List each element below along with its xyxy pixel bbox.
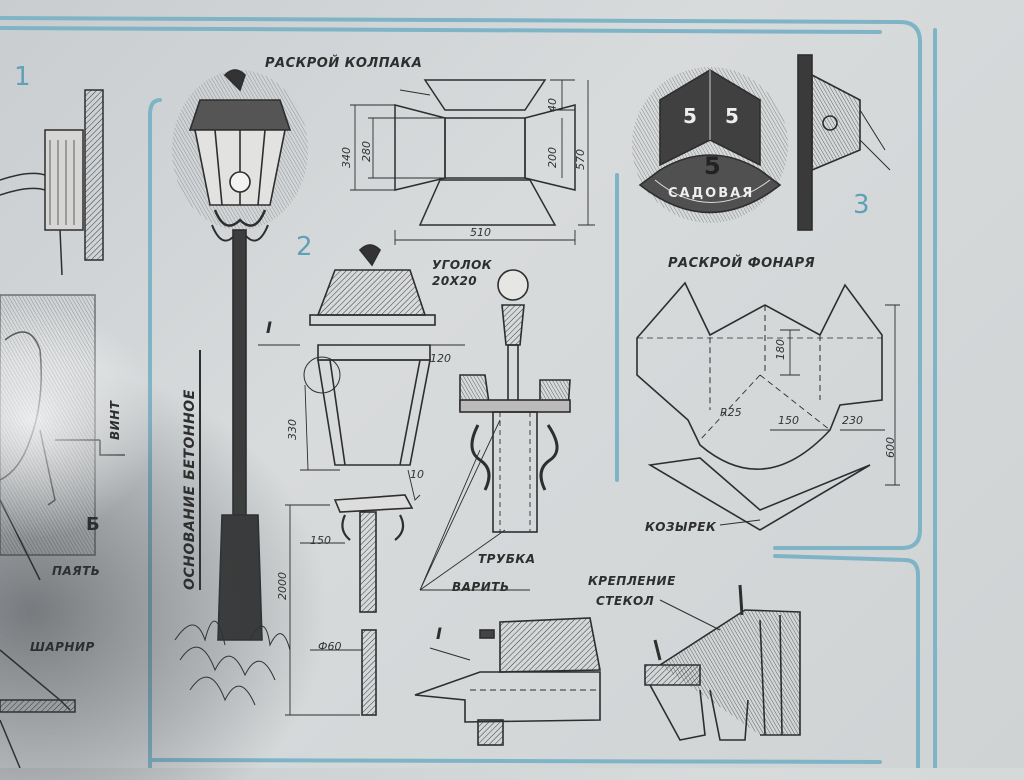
detail-i [414,617,601,746]
sign-number-right: 5 [725,104,740,128]
label-angle: УГОЛОК [432,258,493,272]
dim-180: 180 [774,339,787,360]
dim-200: 200 [546,147,559,168]
dim-150b: 150 [778,414,799,427]
dim-510: 510 [470,226,491,239]
dim-phi60: Ф60 [318,640,342,653]
label-angle-size: 20X20 [432,274,478,288]
bracket-assembly [419,269,571,591]
dim-570: 570 [574,149,587,170]
label-glass: СТЕКОЛ [596,594,655,608]
dim-2000: 2000 [276,572,289,600]
dim-40: 40 [546,98,559,112]
label-detail-one: I [266,318,273,337]
label-visor: КОЗЫРЕК [645,520,717,534]
sign-street-name: САДОВАЯ [668,186,755,201]
dim-120: 120 [430,352,451,365]
label-detail-one-b: I [436,624,443,643]
dim-280: 280 [360,141,373,162]
dim-600: 600 [884,437,897,458]
dim-10: 10 [410,468,424,481]
dim-r25: R25 [720,406,742,419]
dim-150: 150 [310,534,331,547]
cap-pattern [350,79,595,245]
lamp-post [172,69,308,706]
house-number-sign [632,54,891,231]
label-solder: ПАЯТЬ [52,564,101,578]
panel-number-3: 3 [853,190,870,220]
glass-mount-detail [644,584,801,741]
label-screw: ВИНТ [108,400,122,440]
label-weld: ВАРИТЬ [452,580,510,594]
dim-330: 330 [286,419,299,440]
sign-number-left: 5 [683,104,698,128]
panel-number-1: 1 [14,62,31,92]
label-b: Б [86,514,101,535]
label-lantern-pattern: РАСКРОЙ ФОНАРЯ [668,256,816,271]
sign-number-bottom: 5 [704,152,722,180]
label-mounting: КРЕПЛЕНИЕ [588,574,676,588]
label-hinge: ШАРНИР [30,640,95,654]
lantern-pattern [636,281,900,531]
label-tube: ТРУБКА [478,552,536,566]
panel-number-2: 2 [296,232,313,262]
label-cap-pattern: РАСКРОЙ КОЛПАКА [265,56,423,71]
dim-340: 340 [340,147,353,168]
panel-1-wall-mount [0,89,125,768]
dim-230: 230 [842,414,863,427]
plate-and-pipe [285,494,414,716]
label-concrete-base: ОСНОВАНИЕ БЕТОННОЕ [182,389,198,590]
